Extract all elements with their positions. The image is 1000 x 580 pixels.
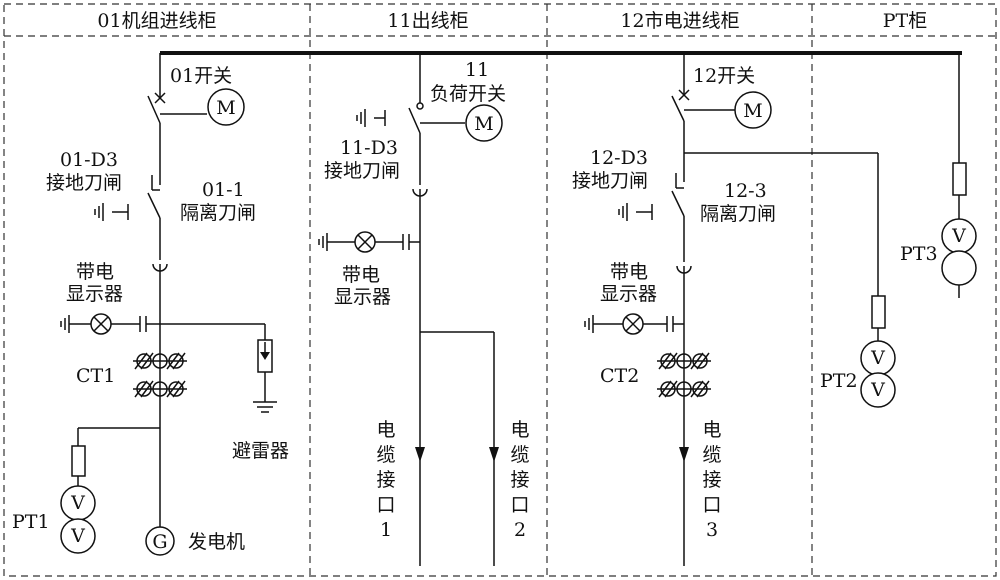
cabinet-12-circuit: M: [584, 53, 879, 566]
header-cabinet-12: 12市电进线柜: [620, 10, 739, 32]
svg-text:缆: 缆: [702, 444, 721, 466]
svg-text:2: 2: [514, 519, 526, 541]
svg-text:1: 1: [380, 519, 392, 541]
label-pt1: PT1: [12, 511, 50, 533]
svg-text:M: M: [474, 113, 493, 135]
svg-text:接: 接: [376, 469, 395, 491]
svg-text:V: V: [70, 492, 85, 514]
label-ct1: CT1: [76, 365, 115, 387]
svg-text:口: 口: [376, 494, 395, 516]
cabinet-01-circuit: M V V: [60, 53, 277, 556]
label-earth-switch-12-code: 12-D3: [590, 147, 648, 169]
label-live-display-12-a: 带电: [610, 261, 648, 283]
label-earth-switch-01-code: 01-D3: [60, 149, 118, 171]
label-live-display-01-b: 显示器: [66, 283, 123, 305]
header-cabinet-pt: PT柜: [883, 10, 927, 32]
svg-text:口: 口: [702, 494, 721, 516]
svg-text:电: 电: [510, 419, 529, 441]
label-pt3: PT3: [900, 243, 938, 265]
label-switch-11-code: 11: [465, 59, 489, 81]
label-earth-switch-12-name: 接地刀闸: [572, 170, 648, 192]
label-isolator-12-code: 12-3: [724, 180, 767, 202]
pt-cabinet-circuit: V V V: [860, 53, 977, 408]
label-isolator-01-name: 隔离刀闸: [180, 202, 256, 224]
label-earth-switch-01-name: 接地刀闸: [46, 172, 122, 194]
svg-text:接: 接: [510, 469, 529, 491]
label-ct2: CT2: [600, 365, 639, 387]
svg-text:缆: 缆: [510, 444, 529, 466]
label-live-display-11-b: 显示器: [334, 286, 391, 308]
svg-text:缆: 缆: [376, 444, 395, 466]
label-live-display-01-a: 带电: [76, 261, 114, 283]
svg-text:电: 电: [376, 419, 395, 441]
label-earth-switch-11-code: 11-D3: [340, 137, 398, 159]
svg-text:电: 电: [702, 419, 721, 441]
label-generator: 发电机: [188, 531, 245, 553]
svg-text:V: V: [870, 379, 885, 401]
label-cable-interface-1: 电 缆 接 口 1: [376, 419, 395, 541]
label-live-display-12-b: 显示器: [600, 283, 657, 305]
svg-text:V: V: [951, 225, 966, 247]
label-pt2: PT2: [820, 370, 858, 392]
label-cable-interface-2: 电 缆 接 口 2: [510, 419, 529, 541]
svg-text:M: M: [743, 100, 762, 122]
label-live-display-11-a: 带电: [342, 264, 380, 286]
label-earth-switch-11-name: 接地刀闸: [324, 160, 400, 182]
svg-text:G: G: [152, 531, 167, 553]
label-arrester: 避雷器: [232, 440, 289, 462]
label-isolator-01-code: 01-1: [202, 179, 245, 201]
svg-text:3: 3: [706, 519, 718, 541]
label-isolator-12-name: 隔离刀闸: [700, 203, 776, 225]
cabinet-11-circuit: M: [318, 53, 503, 566]
label-switch-12: 12开关: [693, 65, 755, 87]
svg-text:V: V: [870, 347, 885, 369]
svg-text:V: V: [70, 525, 85, 547]
label-switch-11-name: 负荷开关: [430, 83, 506, 105]
label-switch-01: 01开关: [170, 65, 232, 87]
label-cable-interface-3: 电 缆 接 口 3: [702, 419, 721, 541]
svg-text:口: 口: [510, 494, 529, 516]
outer-frame: [3, 3, 997, 577]
svg-text:M: M: [216, 97, 235, 119]
svg-text:接: 接: [702, 469, 721, 491]
header-cabinet-01: 01机组进线柜: [97, 10, 216, 32]
header-cabinet-11: 11出线柜: [387, 10, 468, 32]
